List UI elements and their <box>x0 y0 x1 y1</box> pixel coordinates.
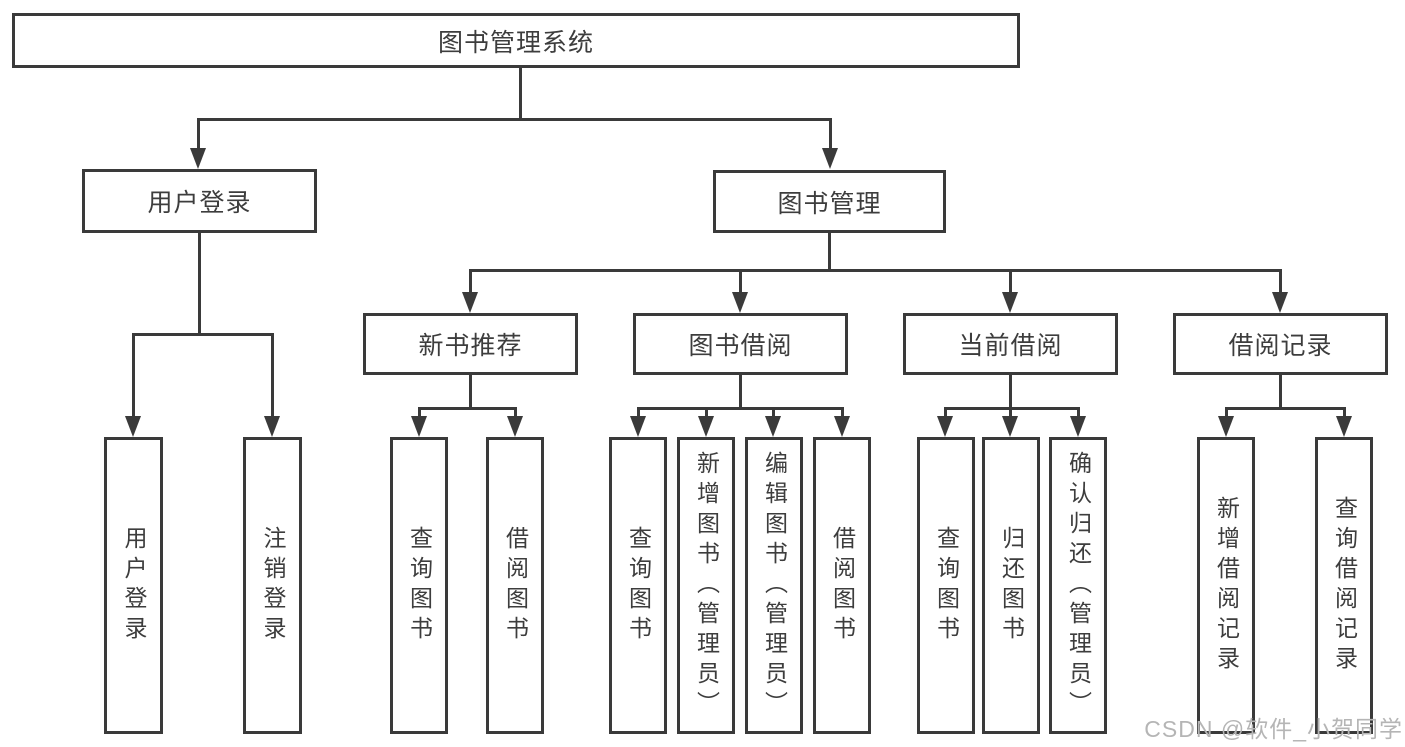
node-leaf-query-books-2: 查询图书 <box>609 437 667 734</box>
arrow-down-icon <box>1070 416 1086 437</box>
connector-line <box>829 118 832 149</box>
connector-line <box>418 407 421 419</box>
arrow-down-icon <box>732 292 748 313</box>
connector-line <box>1225 407 1346 410</box>
connector-line <box>197 118 832 121</box>
arrow-down-icon <box>834 416 850 437</box>
arrow-down-icon <box>698 416 714 437</box>
connector-line <box>841 407 844 419</box>
arrow-down-icon <box>411 416 427 437</box>
connector-line <box>705 407 708 419</box>
connector-line <box>469 269 1282 272</box>
node-leaf-user-login: 用户登录 <box>104 437 163 734</box>
connector-line <box>1077 407 1080 419</box>
connector-line <box>944 407 1080 410</box>
arrow-down-icon <box>1002 292 1018 313</box>
connector-line <box>271 333 274 417</box>
connector-line <box>1343 407 1346 419</box>
arrow-down-icon <box>125 416 141 437</box>
connector-line <box>1279 375 1282 410</box>
arrow-down-icon <box>462 292 478 313</box>
node-new-book-recommendation: 新书推荐 <box>363 313 578 375</box>
connector-line <box>469 269 472 294</box>
node-library-management-system: 图书管理系统 <box>12 13 1020 68</box>
connector-line <box>739 375 742 410</box>
connector-line <box>637 407 844 410</box>
node-leaf-confirm-return-admin: 确认归还（管理员） <box>1049 437 1107 734</box>
watermark: CSDN @软件_小贺同学 <box>1144 716 1403 742</box>
arrow-down-icon <box>937 416 953 437</box>
node-leaf-add-book-admin: 新增图书（管理员） <box>677 437 735 734</box>
node-leaf-return-book: 归还图书 <box>982 437 1040 734</box>
node-book-borrowing: 图书借阅 <box>633 313 848 375</box>
arrow-down-icon <box>765 416 781 437</box>
node-leaf-query-books-3: 查询图书 <box>917 437 975 734</box>
connector-line <box>197 118 200 149</box>
connector-line <box>944 407 947 419</box>
node-leaf-query-books-1: 查询图书 <box>390 437 448 734</box>
arrow-down-icon <box>822 148 838 169</box>
node-leaf-borrow-books-2: 借阅图书 <box>813 437 871 734</box>
connector-line <box>514 407 517 419</box>
arrow-down-icon <box>507 416 523 437</box>
connector-line <box>132 333 274 336</box>
connector-line <box>1225 407 1228 419</box>
arrow-down-icon <box>1218 416 1234 437</box>
connector-line <box>1009 407 1012 419</box>
node-leaf-query-borrow-record: 查询借阅记录 <box>1315 437 1373 734</box>
node-borrowing-records: 借阅记录 <box>1173 313 1388 375</box>
node-leaf-borrow-books-1: 借阅图书 <box>486 437 544 734</box>
node-book-management: 图书管理 <box>713 170 946 233</box>
arrow-down-icon <box>1336 416 1352 437</box>
connector-line <box>1009 269 1012 294</box>
connector-line <box>772 407 775 419</box>
connector-line <box>198 233 201 336</box>
connector-line <box>828 233 831 272</box>
connector-line <box>1009 375 1012 410</box>
connector-line <box>1279 269 1282 294</box>
connector-line <box>637 407 640 419</box>
node-leaf-logout: 注销登录 <box>243 437 302 734</box>
connector-line <box>739 269 742 294</box>
node-leaf-edit-book-admin: 编辑图书（管理员） <box>745 437 803 734</box>
connector-line <box>469 375 472 410</box>
arrow-down-icon <box>1002 416 1018 437</box>
node-current-borrowing: 当前借阅 <box>903 313 1118 375</box>
node-user-login: 用户登录 <box>82 169 317 233</box>
connector-line <box>519 66 522 121</box>
connector-line <box>132 333 135 417</box>
node-leaf-add-borrow-record: 新增借阅记录 <box>1197 437 1255 734</box>
arrow-down-icon <box>264 416 280 437</box>
arrow-down-icon <box>1272 292 1288 313</box>
connector-line <box>418 407 517 410</box>
arrow-down-icon <box>630 416 646 437</box>
arrow-down-icon <box>190 148 206 169</box>
